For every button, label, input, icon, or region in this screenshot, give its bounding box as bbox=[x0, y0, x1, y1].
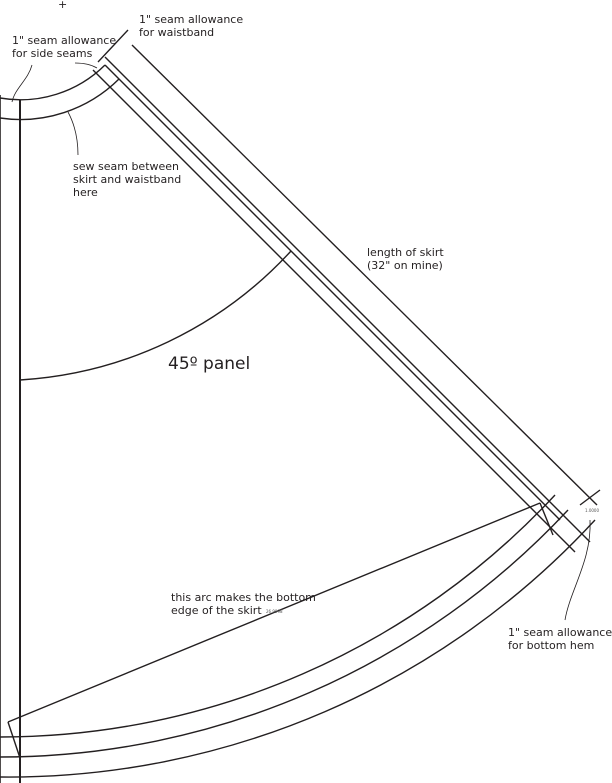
label-side-seams: 1" seam allowance for side seams bbox=[12, 34, 117, 60]
label-bottom-arc: this arc makes the bottom edge of the sk… bbox=[171, 591, 316, 617]
dimension-hem: 1.0000 bbox=[585, 508, 599, 513]
leader-side-seams bbox=[11, 64, 33, 103]
waist-arc-inner bbox=[0, 64, 106, 101]
leader-hem bbox=[564, 519, 591, 621]
hem-dimension-line bbox=[579, 489, 601, 506]
leader-sew-seam bbox=[67, 111, 79, 156]
chord-tick-left bbox=[7, 721, 21, 759]
label-sew-seam: sew seam between skirt and waistband her… bbox=[73, 160, 182, 199]
leader-waistband bbox=[74, 62, 98, 69]
label-waistband: 1" seam allowance for waistband bbox=[139, 13, 244, 39]
label-hem: 1" seam allowance for bottom hem bbox=[508, 626, 612, 652]
label-panel-angle: 45º panel bbox=[168, 354, 251, 374]
label-length: length of skirt (32" on mine) bbox=[367, 246, 444, 272]
bottom-arc-1 bbox=[0, 494, 556, 738]
radial-line-main bbox=[104, 64, 561, 521]
chord-dimension-line bbox=[7, 502, 541, 723]
waist-arc-outer bbox=[0, 78, 120, 121]
origin-marker: + bbox=[58, 0, 68, 11]
bottom-arc-2 bbox=[0, 509, 569, 758]
chord-tick-right bbox=[539, 502, 554, 536]
dimension-chord: 26.9998 bbox=[266, 609, 283, 614]
bottom-arc-3 bbox=[0, 519, 596, 778]
panel-angle-arc bbox=[19, 250, 292, 381]
radial-line-seam bbox=[92, 69, 576, 553]
waistband-dimension-line bbox=[97, 29, 129, 63]
radial-line-outer bbox=[131, 44, 598, 506]
radial-line-allowance bbox=[104, 56, 591, 543]
